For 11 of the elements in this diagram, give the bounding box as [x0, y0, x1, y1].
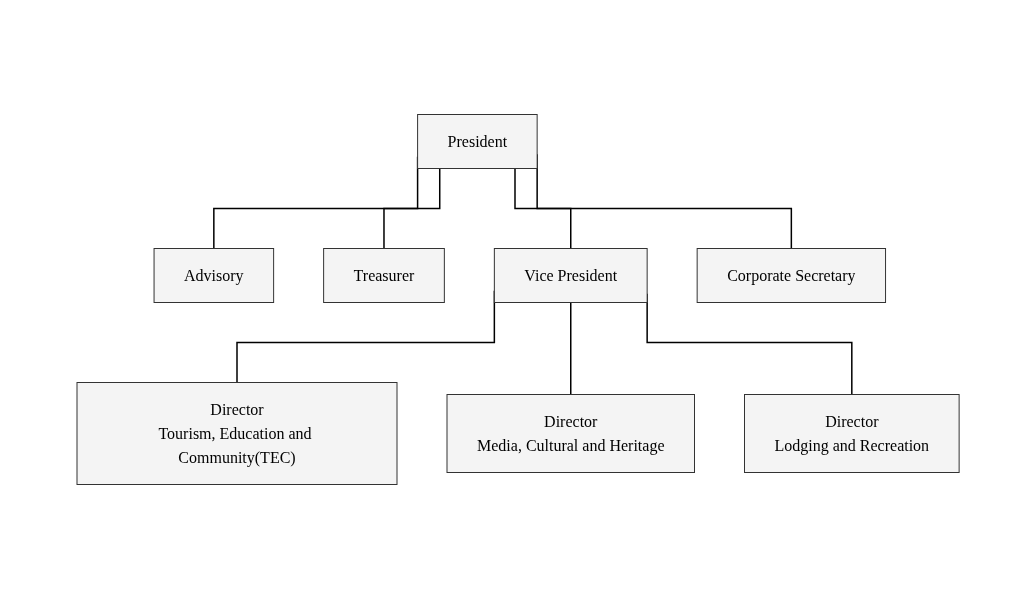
node-box: Vice President	[493, 248, 648, 303]
connector	[514, 167, 572, 250]
node-box: President	[417, 114, 538, 169]
node-box: Director Media, Cultural and Heritage	[446, 394, 695, 473]
connector	[569, 301, 572, 396]
node-box: Treasurer	[323, 248, 445, 303]
node-box: Director Lodging and Recreation	[743, 394, 960, 473]
node-box: Corporate Secretary	[696, 248, 886, 303]
node-box: Director Tourism, Education and Community(TEC)	[76, 382, 398, 485]
node-box: Advisory	[153, 248, 275, 303]
connector	[383, 167, 441, 250]
